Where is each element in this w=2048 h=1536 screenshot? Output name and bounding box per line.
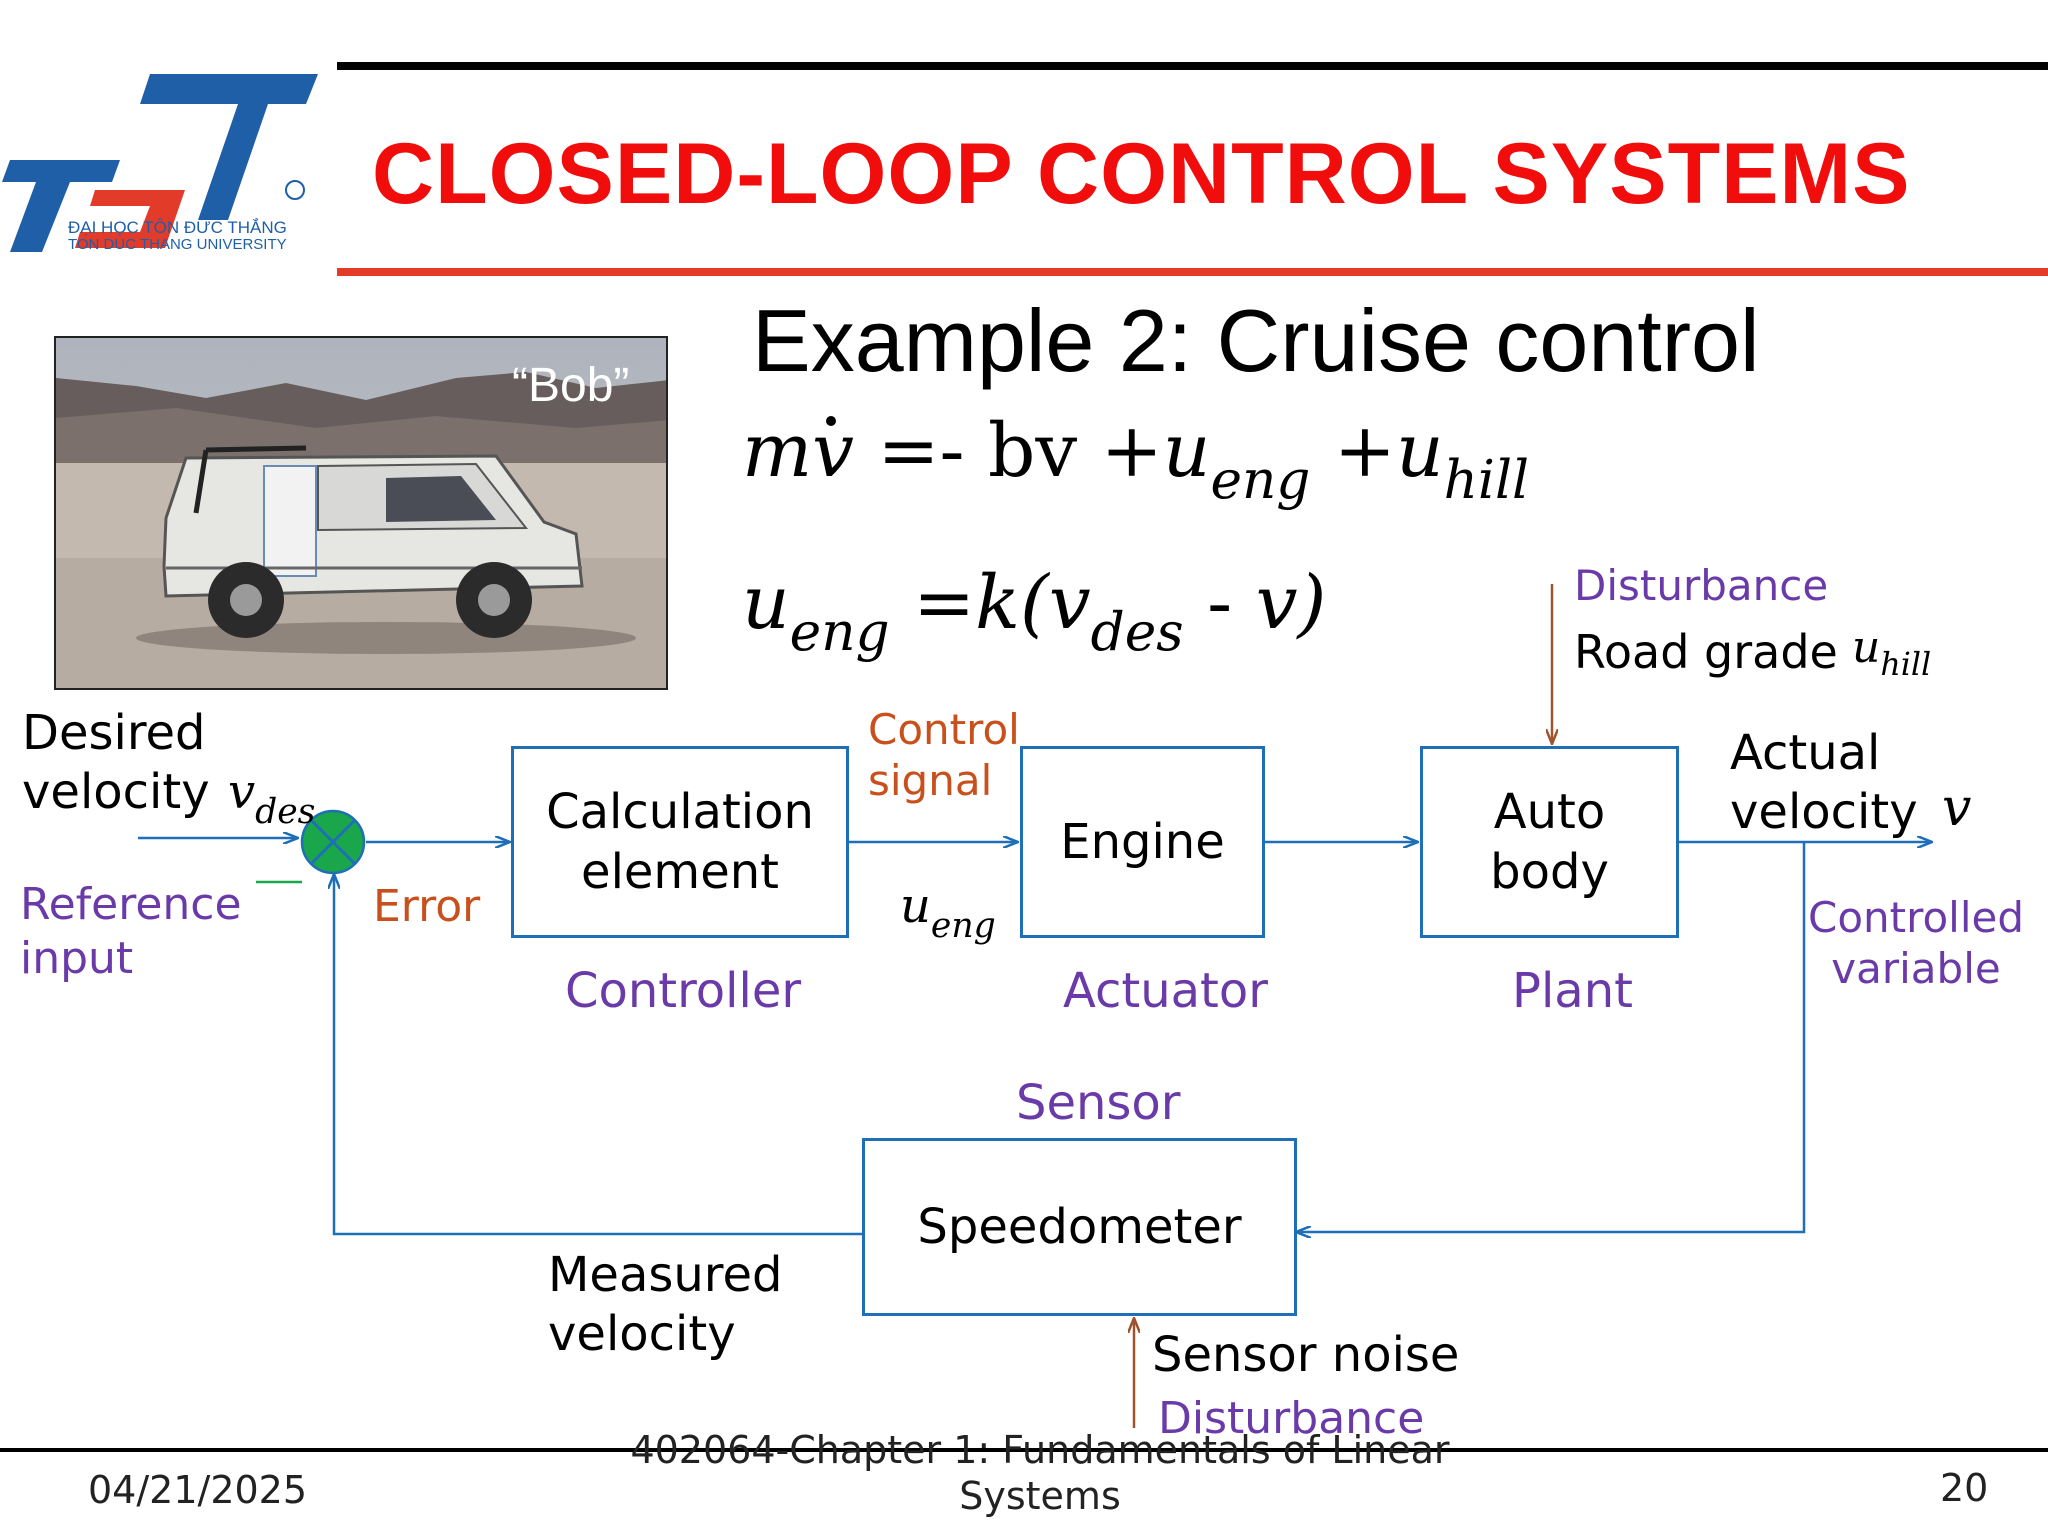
eq1-plus2: + xyxy=(1333,408,1396,494)
university-logo: ĐẠI HỌC TÔN ĐỨC THẮNG TON DUC THANG UNIV… xyxy=(0,70,320,260)
desired-velocity-label: Desired velocity xyxy=(22,704,210,821)
header-bottom-rule xyxy=(337,268,2048,276)
header-top-rule xyxy=(337,62,2048,70)
v-des-var: v xyxy=(228,764,256,820)
logo-text-vi: ĐẠI HỌC TÔN ĐỨC THẮNG xyxy=(68,218,287,237)
plant-block-line1: Auto xyxy=(1493,784,1606,840)
logo-mark xyxy=(2,74,318,252)
velocity-dot-icon xyxy=(826,416,836,426)
desired-line1: Desired xyxy=(22,705,206,761)
reference-input-label: Reference input xyxy=(20,878,242,985)
controlled-line1: Controlled xyxy=(1808,893,2024,942)
vehicle-illustration xyxy=(56,338,666,688)
vehicle-photo: “Bob” xyxy=(54,336,668,690)
footer-course: 402064-Chapter 1: Fundamentals of Linear… xyxy=(540,1428,1540,1519)
equation-motion: mv =- bv +ueng +uhill xyxy=(742,408,1529,511)
eq1-u2: u xyxy=(1395,408,1444,494)
controlled-line2: variable xyxy=(1831,944,2001,994)
slide-subtitle: Example 2: Cruise control xyxy=(752,291,1760,390)
road-grade-label: Road grade xyxy=(1574,625,1838,679)
actuator-block-text: Engine xyxy=(1060,814,1225,870)
plant-block-line2: body xyxy=(1490,844,1609,900)
u-hill-var: u xyxy=(1852,622,1881,673)
plant-role-label: Plant xyxy=(1512,963,1633,1019)
eq2-rhs-sub: des xyxy=(1090,601,1184,664)
actual-velocity-label: Actual velocity xyxy=(1730,724,1918,841)
u-eng-var: u xyxy=(900,878,931,934)
eq1-u1-sub: eng xyxy=(1210,449,1311,512)
slide-title: CLOSED-LOOP CONTROL SYSTEMS xyxy=(372,126,1911,222)
disturbance-top-label: Disturbance xyxy=(1574,561,1829,610)
u-eng-symbol: ueng xyxy=(900,878,996,946)
actuator-role-label: Actuator xyxy=(1063,963,1268,1019)
error-label: Error xyxy=(373,881,481,932)
eq1-u2-sub: hill xyxy=(1443,449,1530,512)
equation-control-law: ueng =k(vdes - v) xyxy=(742,560,1327,663)
eq2-u-sub: eng xyxy=(789,601,890,664)
reference-line2: input xyxy=(20,932,134,984)
logo-text-en: TON DUC THANG UNIVERSITY xyxy=(68,236,287,253)
output-to-sensor-line xyxy=(1296,842,1806,1232)
plant-block: Auto body xyxy=(1420,746,1679,938)
controller-block-line1: Calculation xyxy=(546,784,814,840)
footer-page-number: 20 xyxy=(1940,1466,1989,1510)
eq2-rhs-b: - xyxy=(1207,560,1233,646)
reference-line1: Reference xyxy=(20,879,242,930)
u-hill-sub: hill xyxy=(1880,647,1932,684)
sensor-block: Speedometer xyxy=(862,1138,1297,1316)
summing-junction xyxy=(300,809,366,875)
footer-date: 04/21/2025 xyxy=(88,1468,308,1512)
actual-line2: velocity xyxy=(1730,783,1918,840)
controller-block-line2: element xyxy=(581,844,779,900)
feedback-line xyxy=(334,874,864,1236)
eq2-u: u xyxy=(742,560,790,646)
actual-line1: Actual xyxy=(1730,725,1881,781)
v-symbol: v xyxy=(1942,778,1972,838)
sensor-block-text: Speedometer xyxy=(917,1199,1242,1255)
desired-line2: velocity xyxy=(22,763,210,820)
measured-line2: velocity xyxy=(548,1305,736,1362)
actuator-block: Engine xyxy=(1020,746,1265,938)
controlled-variable-label: Controlled variable xyxy=(1808,892,2024,994)
photo-caption: “Bob” xyxy=(512,359,630,412)
eq1-rhs1: =- bv xyxy=(877,408,1078,494)
eq2-rhs-c: v) xyxy=(1255,560,1327,646)
v-des-symbol: vdes xyxy=(228,764,315,832)
eq1-u1: u xyxy=(1162,408,1211,494)
measured-velocity-label: Measured velocity xyxy=(548,1246,782,1363)
measured-line1: Measured xyxy=(548,1247,783,1303)
eq2-rhs-a: =k(v xyxy=(913,560,1091,646)
v-des-sub: des xyxy=(255,791,316,832)
footer-rule xyxy=(0,1448,2048,1452)
eq1-plus1: + xyxy=(1100,408,1163,494)
u-hill-symbol: uhill xyxy=(1852,622,1931,683)
footer-course-line2: Systems xyxy=(959,1473,1121,1518)
disturbance-bottom-label: Disturbance xyxy=(1158,1393,1425,1444)
control-signal-label: Control signal xyxy=(868,704,1020,806)
u-eng-sub: eng xyxy=(930,905,996,946)
control-line1: Control xyxy=(868,705,1020,754)
sensor-noise-label: Sensor noise xyxy=(1152,1327,1460,1383)
sensor-role-label: Sensor xyxy=(1016,1075,1181,1131)
controller-block: Calculation element xyxy=(511,746,849,938)
control-line2: signal xyxy=(868,756,993,806)
controller-role-label: Controller xyxy=(565,963,802,1019)
footer-course-line1: 402064-Chapter 1: Fundamentals of Linear xyxy=(630,1428,1450,1472)
